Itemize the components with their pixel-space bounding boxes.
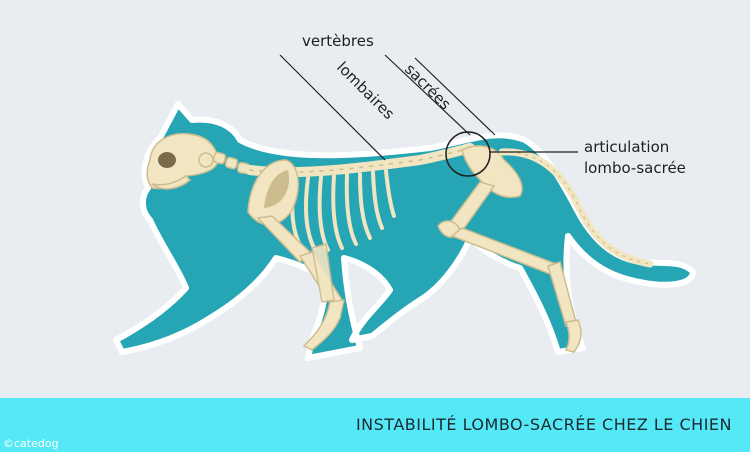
leader-vertebres-lombaires: [279, 54, 386, 161]
credit-watermark: ©catedog: [3, 437, 59, 450]
front-leg-back: [311, 243, 335, 303]
lumbosacral-circle: [445, 131, 491, 177]
label-lombo-sacree: lombo-sacrée: [584, 159, 686, 177]
pelvis: [461, 145, 523, 198]
anatomy-diagram: vertèbres lombaires sacrées articulation…: [113, 32, 696, 361]
scapula-shade: [264, 170, 289, 208]
label-lombaires: lombaires: [333, 58, 398, 123]
label-vertebres: vertèbres: [302, 32, 374, 50]
skull-joint: [198, 152, 214, 168]
label-articulation: articulation: [584, 138, 669, 156]
tail-detail: [501, 151, 651, 265]
skeleton: [146, 133, 654, 353]
eye-socket: [158, 152, 176, 168]
banner-title: INSTABILITÉ LOMBO-SACRÉE CHEZ LE CHIEN: [355, 415, 732, 434]
skull: [146, 133, 219, 190]
title-banner: INSTABILITÉ LOMBO-SACRÉE CHEZ LE CHIEN: [0, 398, 750, 452]
label-sacrees: sacrées: [401, 60, 454, 113]
leader-sacrees: [384, 54, 471, 136]
leader-sacrees-2: [414, 57, 496, 136]
leader-lines: [279, 54, 578, 161]
hind-toes: [564, 319, 582, 353]
spine-detail: [249, 147, 471, 173]
jaw: [151, 175, 192, 190]
front-paw: [302, 299, 345, 351]
cervical-vertebrae: [212, 151, 251, 175]
